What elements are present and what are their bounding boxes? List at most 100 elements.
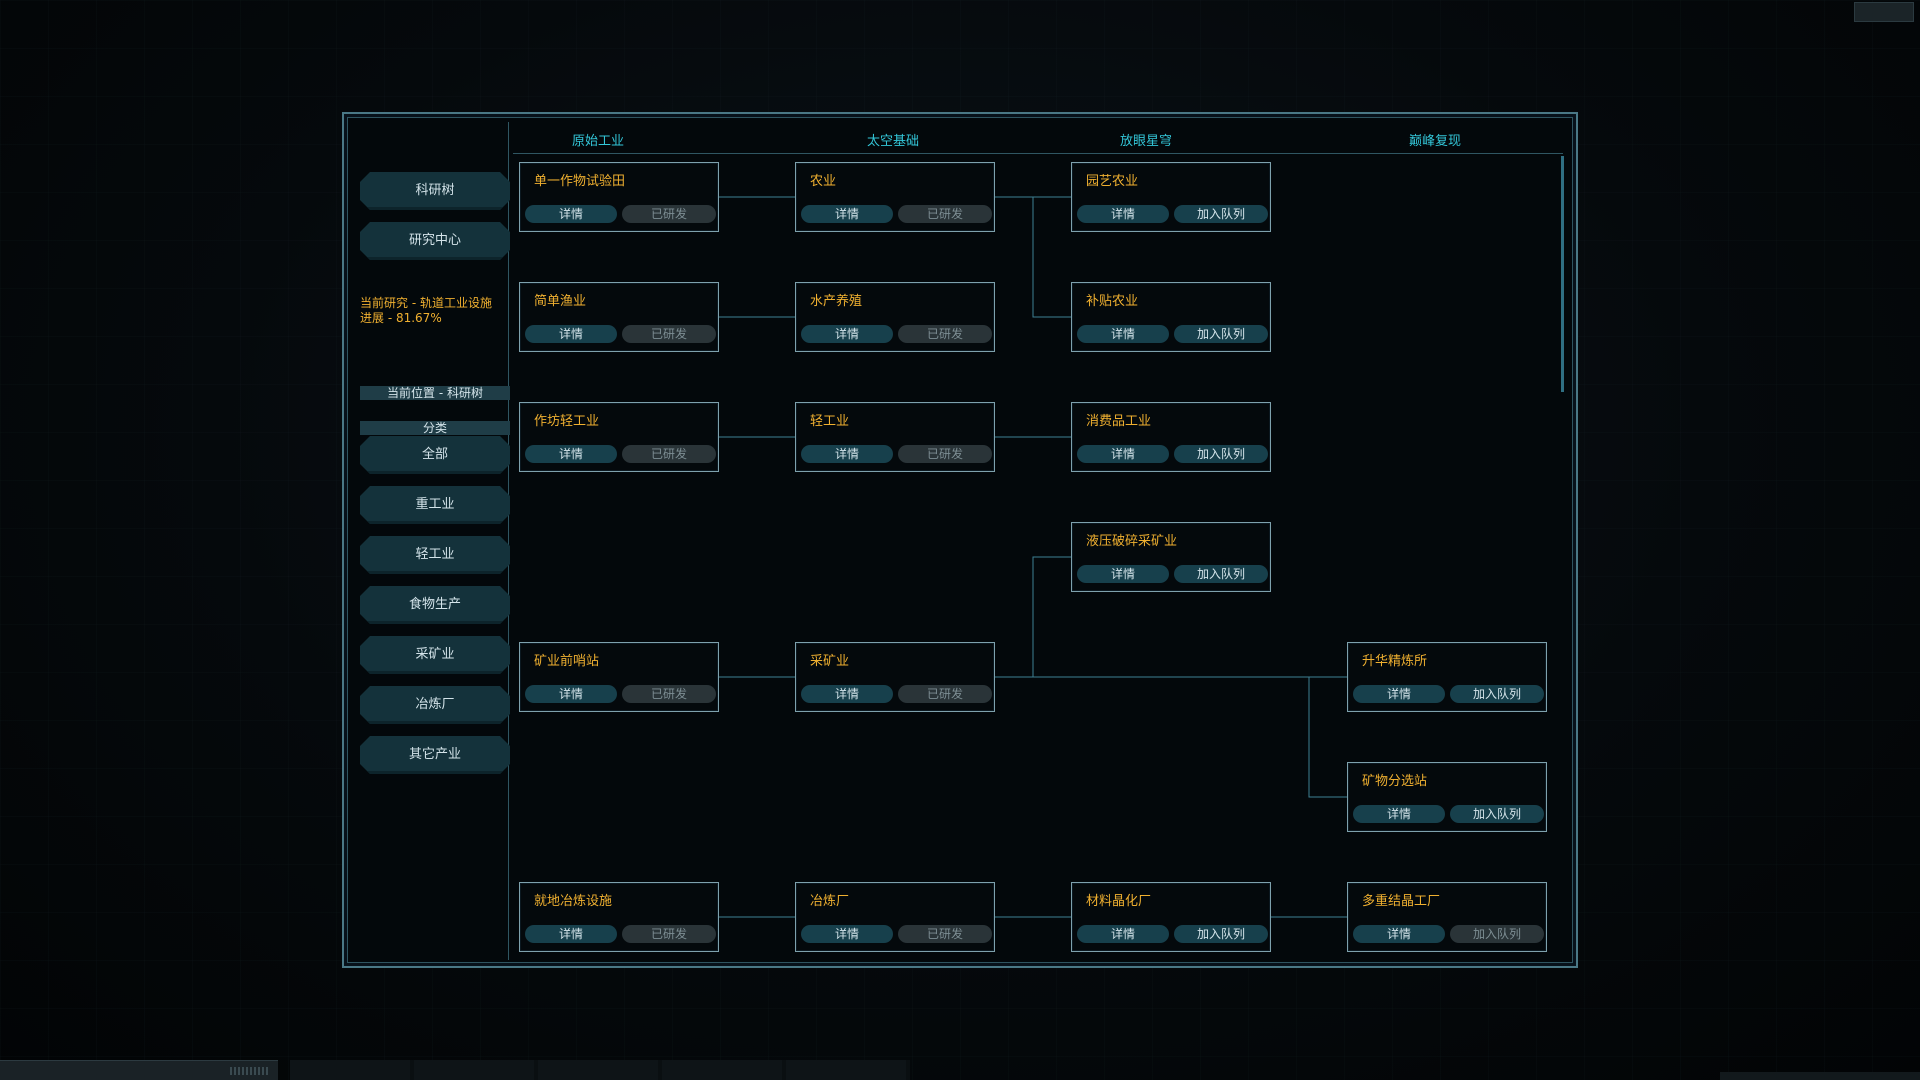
tech-node: 矿物分选站详情加入队列 xyxy=(1347,762,1547,832)
details-button[interactable]: 详情 xyxy=(801,325,893,343)
tier-1-label: 原始工业 xyxy=(571,134,624,149)
details-button[interactable]: 详情 xyxy=(525,445,617,463)
details-button[interactable]: 详情 xyxy=(801,445,893,463)
tech-link-line xyxy=(995,196,1071,318)
details-button[interactable]: 详情 xyxy=(801,205,893,223)
tech-node-title: 作坊轻工业 xyxy=(534,414,600,429)
tech-node: 冶炼厂详情已研发 xyxy=(795,882,995,952)
tech-node-title: 农业 xyxy=(810,174,837,189)
sidebar: 科研树 研究中心 当前研究 - 轨道工业设施 进展 - 81.67% 当前位置 … xyxy=(350,122,510,960)
research-status-button: 加入队列 xyxy=(1450,925,1544,943)
tech-node: 轻工业详情已研发 xyxy=(795,402,995,472)
research-tree-window: 科研树 研究中心 当前研究 - 轨道工业设施 进展 - 81.67% 当前位置 … xyxy=(342,112,1578,968)
tree-scrollbar[interactable] xyxy=(1561,156,1564,392)
tier-3-label: 放眼星穹 xyxy=(1119,134,1172,149)
tech-link-lines xyxy=(719,196,1347,918)
tech-node-title: 多重结晶工厂 xyxy=(1362,894,1441,909)
research-status-button: 已研发 xyxy=(898,685,992,703)
details-button[interactable]: 详情 xyxy=(525,325,617,343)
tech-node-title: 消费品工业 xyxy=(1086,414,1152,429)
tier-2-label: 太空基础 xyxy=(866,134,919,149)
tech-tree-button[interactable]: 科研树 xyxy=(360,172,510,210)
research-status-button: 已研发 xyxy=(898,925,992,943)
tech-node-title: 冶炼厂 xyxy=(810,894,850,909)
research-status-button: 已研发 xyxy=(898,205,992,223)
research-status-button: 已研发 xyxy=(622,325,716,343)
tech-node: 多重结晶工厂详情加入队列 xyxy=(1347,882,1547,952)
tech-node-title: 矿业前哨站 xyxy=(534,654,600,669)
tech-node-title: 水产养殖 xyxy=(810,294,863,309)
tech-node: 升华精炼所详情加入队列 xyxy=(1347,642,1547,712)
details-button[interactable]: 详情 xyxy=(525,685,617,703)
category-button[interactable]: 其它产业 xyxy=(360,736,510,774)
details-button[interactable]: 详情 xyxy=(1353,925,1445,943)
tech-node-title: 矿物分选站 xyxy=(1362,774,1428,789)
add-to-queue-button[interactable]: 加入队列 xyxy=(1174,445,1268,463)
tech-node: 消费品工业详情加入队列 xyxy=(1071,402,1271,472)
tech-node: 农业详情已研发 xyxy=(795,162,995,232)
tech-node-title: 就地冶炼设施 xyxy=(534,894,613,909)
research-status-button: 已研发 xyxy=(622,925,716,943)
tech-node-title: 单一作物试验田 xyxy=(534,174,626,189)
details-button[interactable]: 详情 xyxy=(1077,565,1169,583)
tech-node: 园艺农业详情加入队列 xyxy=(1071,162,1271,232)
tech-link-line xyxy=(995,556,1071,678)
tech-node: 水产养殖详情已研发 xyxy=(795,282,995,352)
details-button[interactable]: 详情 xyxy=(801,685,893,703)
bottom-taskbar xyxy=(290,1060,910,1080)
corner-panel xyxy=(1854,2,1914,22)
tier-4-label: 巅峰复现 xyxy=(1408,134,1461,149)
category-button[interactable]: 采矿业 xyxy=(360,636,510,674)
tech-node-title: 补贴农业 xyxy=(1086,294,1139,309)
tech-link-line xyxy=(995,676,1347,798)
details-button[interactable]: 详情 xyxy=(525,205,617,223)
category-button[interactable]: 全部 xyxy=(360,436,510,474)
details-button[interactable]: 详情 xyxy=(1353,685,1445,703)
add-to-queue-button[interactable]: 加入队列 xyxy=(1450,685,1544,703)
tech-node: 补贴农业详情加入队列 xyxy=(1071,282,1271,352)
details-button[interactable]: 详情 xyxy=(1077,445,1169,463)
tech-node: 采矿业详情已研发 xyxy=(795,642,995,712)
tech-node: 材料晶化厂详情加入队列 xyxy=(1071,882,1271,952)
details-button[interactable]: 详情 xyxy=(525,925,617,943)
research-progress-label: 进展 - 81.67% xyxy=(360,311,442,325)
tech-node: 作坊轻工业详情已研发 xyxy=(519,402,719,472)
tech-node: 矿业前哨站详情已研发 xyxy=(519,642,719,712)
category-button[interactable]: 食物生产 xyxy=(360,586,510,624)
research-status-button: 已研发 xyxy=(622,445,716,463)
research-status-button: 已研发 xyxy=(622,685,716,703)
research-status-button: 已研发 xyxy=(898,445,992,463)
research-center-button[interactable]: 研究中心 xyxy=(360,222,510,260)
tech-node: 简单渔业详情已研发 xyxy=(519,282,719,352)
details-button[interactable]: 详情 xyxy=(1077,925,1169,943)
add-to-queue-button[interactable]: 加入队列 xyxy=(1174,205,1268,223)
add-to-queue-button[interactable]: 加入队列 xyxy=(1174,325,1268,343)
tech-node-title: 园艺农业 xyxy=(1086,174,1139,189)
current-research-label: 当前研究 - 轨道工业设施 xyxy=(360,296,492,310)
research-status-button: 已研发 xyxy=(898,325,992,343)
category-button[interactable]: 轻工业 xyxy=(360,536,510,574)
category-button[interactable]: 重工业 xyxy=(360,486,510,524)
tech-node-title: 轻工业 xyxy=(810,414,850,429)
tier-header: 原始工业 太空基础 放眼星穹 巅峰复现 xyxy=(513,122,1563,154)
category-label: 分类 xyxy=(360,421,510,435)
category-button[interactable]: 冶炼厂 xyxy=(360,686,510,724)
current-research-info: 当前研究 - 轨道工业设施 进展 - 81.67% xyxy=(360,296,510,326)
tech-node-title: 简单渔业 xyxy=(534,294,587,309)
add-to-queue-button[interactable]: 加入队列 xyxy=(1450,805,1544,823)
details-button[interactable]: 详情 xyxy=(801,925,893,943)
add-to-queue-button[interactable]: 加入队列 xyxy=(1174,925,1268,943)
signal-ticks-icon xyxy=(230,1067,270,1075)
details-button[interactable]: 详情 xyxy=(1077,325,1169,343)
add-to-queue-button[interactable]: 加入队列 xyxy=(1174,565,1268,583)
details-button[interactable]: 详情 xyxy=(1077,205,1169,223)
tech-node-title: 采矿业 xyxy=(810,654,850,669)
tech-node-title: 液压破碎采矿业 xyxy=(1086,534,1178,549)
details-button[interactable]: 详情 xyxy=(1353,805,1445,823)
tech-tree-panel: 原始工业 太空基础 放眼星穹 巅峰复现 单一作物试验田详情已研发农业详情已研发园… xyxy=(513,122,1566,960)
tech-node-title: 材料晶化厂 xyxy=(1086,894,1152,909)
tech-node: 就地冶炼设施详情已研发 xyxy=(519,882,719,952)
current-location-label: 当前位置 - 科研树 xyxy=(360,386,510,400)
tech-node: 单一作物试验田详情已研发 xyxy=(519,162,719,232)
